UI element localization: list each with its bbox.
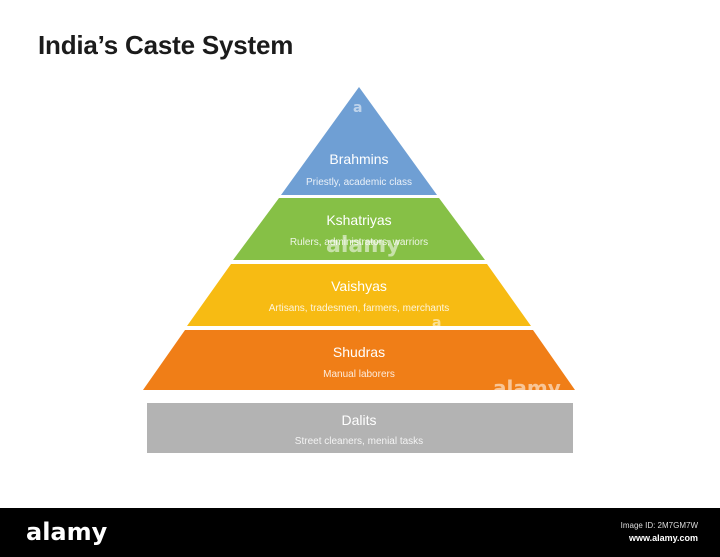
layer-kshatriyas-label: Kshatriyas — [326, 212, 391, 228]
alamy-logo: alamy — [26, 518, 108, 546]
layer-brahmins-label: Brahmins — [329, 151, 388, 167]
layer-dalits-description: Street cleaners, menial tasks — [295, 436, 423, 447]
image-id-text: Image ID: 2M7GM7W — [620, 521, 698, 530]
caste-pyramid: a a alamy alamy Brahmins Priestly, acade… — [143, 87, 575, 453]
layer-vaishyas-description: Artisans, tradesmen, farmers, merchants — [269, 303, 450, 314]
watermark-text: alamy — [493, 376, 561, 400]
layer-dalits-shape — [147, 403, 573, 453]
layer-shudras-shape — [143, 330, 575, 390]
layer-kshatriyas-description: Rulers, administrators, warriors — [290, 237, 428, 248]
layer-brahmins-description: Priestly, academic class — [306, 177, 412, 188]
watermark-text: alamy — [326, 233, 401, 258]
layer-shudras-description: Manual laborers — [323, 369, 395, 380]
layer-brahmins-shape — [281, 87, 437, 195]
watermark-mark: a — [353, 100, 362, 116]
layer-kshatriyas-shape — [233, 198, 485, 260]
footer-url-text: www.alamy.com — [628, 533, 698, 543]
diagram-title: India’s Caste System — [38, 30, 294, 60]
watermark-footer-bar: alamy Image ID: 2M7GM7W www.alamy.com — [0, 508, 720, 557]
layer-dalits-label: Dalits — [341, 412, 376, 428]
layer-vaishyas-label: Vaishyas — [331, 278, 387, 294]
layer-vaishyas-shape — [187, 264, 531, 326]
watermark-mark: a — [432, 315, 441, 331]
layer-shudras-label: Shudras — [333, 344, 385, 360]
